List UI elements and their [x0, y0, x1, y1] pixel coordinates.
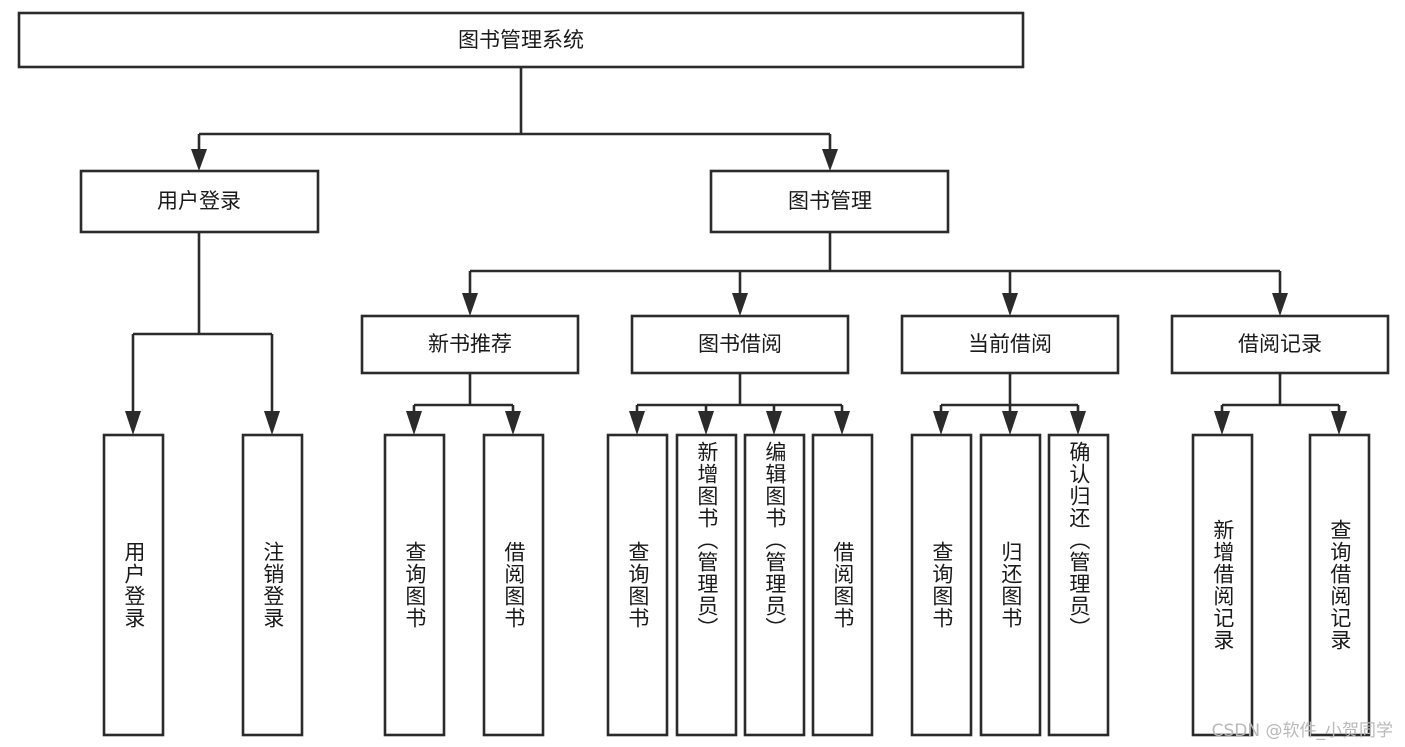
arrow-head-newbook-leaf2 — [505, 411, 521, 435]
node-box-user-login[interactable] — [79, 169, 320, 234]
csdn-watermark: CSDN @软件_小贺同学 — [1211, 721, 1393, 741]
arrow-head-borrowrecord-leaf1 — [1214, 411, 1230, 435]
node-box-leaf-add-book-admin[interactable] — [675, 433, 738, 737]
node-box-book-borrow[interactable] — [630, 314, 850, 375]
node-label-root: 图书管理系统 — [458, 28, 584, 52]
node-box-leaf-confirm-return-admin[interactable] — [1047, 433, 1110, 737]
node-box-leaf-query-borrow-record[interactable] — [1308, 433, 1371, 737]
arrow-head-currentborrow-leaf3 — [1070, 411, 1086, 435]
arrow-head-bookborrow-leaf4 — [834, 411, 850, 435]
arrow-head-bookborrow-leaf3 — [766, 411, 782, 435]
node-box-leaf-query-book-b[interactable] — [606, 433, 669, 737]
node-box-current-borrow[interactable] — [900, 314, 1120, 375]
arrow-head-bookborrow-leaf1 — [629, 411, 645, 435]
node-box-leaf-add-borrow-record[interactable] — [1191, 433, 1254, 737]
node-label-book-borrow: 图书借阅 — [698, 332, 782, 356]
node-label-new-book-recommend: 新书推荐 — [428, 332, 512, 356]
node-label-book-manage: 图书管理 — [788, 189, 872, 213]
arrow-head-new-book-rec — [462, 293, 478, 316]
arrow-head-book-borrow — [732, 293, 748, 316]
node-label-user-login: 用户登录 — [157, 189, 241, 213]
arrow-head-newbook-leaf1 — [406, 411, 422, 435]
node-box-leaf-user-login[interactable] — [102, 433, 165, 737]
arrow-head-currentborrow-leaf2 — [1002, 411, 1018, 435]
node-box-book-manage[interactable] — [709, 169, 950, 234]
node-box-leaf-borrow-book-a[interactable] — [482, 433, 545, 737]
node-label-borrow-record: 借阅记录 — [1238, 332, 1322, 356]
arrow-head-leaf-logout — [264, 411, 280, 435]
arrow-head-borrowrecord-leaf2 — [1331, 411, 1347, 435]
arrow-head-current-borrow — [1002, 293, 1018, 316]
node-box-root[interactable] — [17, 11, 1025, 69]
node-box-leaf-borrow-book-b[interactable] — [811, 433, 874, 737]
node-box-new-book-recommend[interactable] — [360, 314, 580, 375]
connector-group — [125, 67, 1347, 435]
node-box-borrow-record[interactable] — [1170, 314, 1390, 375]
node-box-leaf-query-book-a[interactable] — [383, 433, 446, 737]
node-box-leaf-logout[interactable] — [241, 433, 304, 737]
arrow-head-book-manage — [822, 149, 838, 171]
arrow-head-bookborrow-leaf2 — [698, 411, 714, 435]
arrow-head-borrow-record — [1272, 293, 1288, 316]
arrow-head-currentborrow-leaf1 — [933, 411, 949, 435]
node-box-leaf-return-book[interactable] — [979, 433, 1042, 737]
arrow-head-user-login — [191, 149, 207, 171]
node-box-leaf-edit-book-admin[interactable] — [743, 433, 806, 737]
arrow-head-leaf-user-login — [125, 411, 141, 435]
node-group: 图书管理系统 用户登录 图书管理 新书推荐 图书借阅 当前借阅 借阅记录 — [17, 11, 1390, 737]
node-label-current-borrow: 当前借阅 — [968, 332, 1052, 356]
node-box-leaf-query-book-c[interactable] — [910, 433, 973, 737]
